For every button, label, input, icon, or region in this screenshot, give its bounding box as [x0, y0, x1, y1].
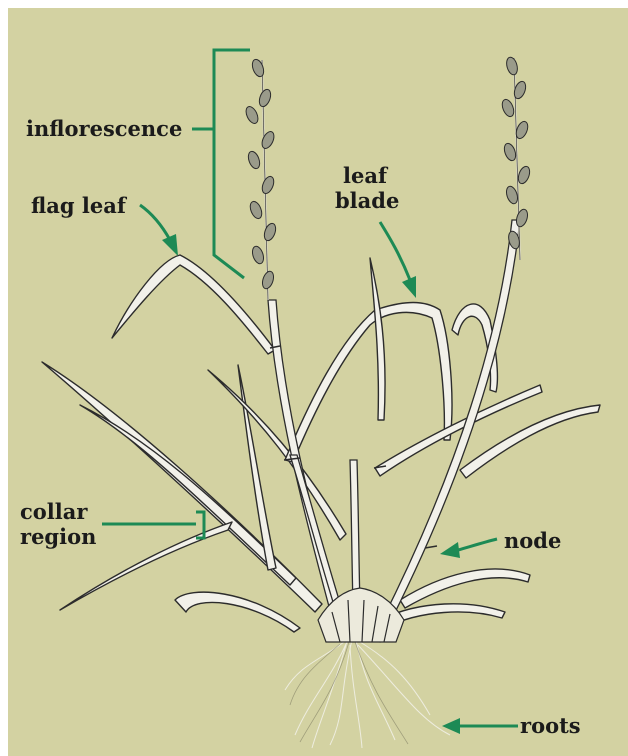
- leaf-blade-arrowhead: [402, 276, 416, 298]
- node-arrow-line: [458, 539, 497, 550]
- label-inflorescence: inflorescence: [26, 116, 182, 142]
- inflorescence-drawing: [244, 56, 532, 300]
- leaf-tall-center: [370, 258, 385, 420]
- label-roots: roots: [520, 713, 581, 739]
- label-leaf-blade-line2: blade: [335, 188, 399, 214]
- leaf-left-droop: [175, 592, 300, 632]
- flag-leaf-arrowhead: [162, 234, 178, 256]
- label-flag-leaf: flag leaf: [31, 193, 126, 219]
- label-collar-region-line1: collar: [20, 499, 87, 525]
- inflorescence-bracket: [214, 50, 250, 278]
- flag-leaf-drawing: [112, 255, 275, 354]
- label-collar-region-line2: region: [20, 524, 96, 550]
- node-arrowhead: [440, 542, 460, 558]
- flag-leaf-arrow-line: [140, 205, 170, 240]
- leaf-left-upper: [80, 405, 296, 585]
- leaf-blade-arrow-line: [380, 222, 410, 280]
- label-node: node: [504, 528, 561, 554]
- label-leaf-blade-line1: leaf: [343, 163, 387, 189]
- roots-drawing: [285, 640, 450, 748]
- leaf-right-lower: [400, 569, 530, 608]
- label-pointers: [102, 50, 518, 726]
